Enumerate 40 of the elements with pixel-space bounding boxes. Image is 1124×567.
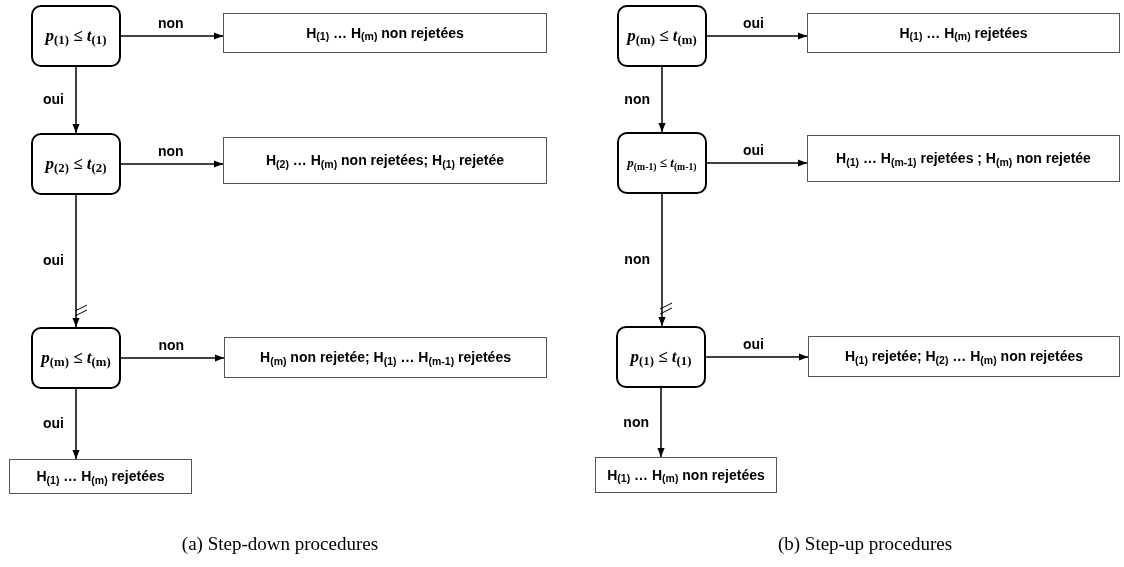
decision-box: p$_{(m-1)}$ ≤ t$_{(m-1)}$ — [617, 132, 707, 194]
arrow — [706, 159, 808, 167]
edge-label: non — [624, 252, 650, 266]
outcome-box: H$_{(1)}$ … H$_{(m)}$ non rejetées — [223, 13, 547, 53]
sub-caption: (b) Step-up procedures — [776, 532, 954, 556]
edge-label: oui — [743, 143, 764, 157]
arrow — [705, 353, 809, 361]
edge-label: oui — [43, 253, 64, 267]
decision-box: p$_{(1)}$ ≤ t$_{(1)}$ — [616, 326, 706, 388]
arrow — [72, 66, 80, 134]
decision-box: p$_{(1)}$ ≤ t$_{(1)}$ — [31, 5, 121, 67]
arrow — [120, 32, 224, 40]
arrow — [120, 160, 224, 168]
edge-label: non — [623, 414, 649, 429]
outcome-box: H$_{(1)}$ … H$_{(m-1)}$ rejetées ; H$_{(m)}$ non rejetée — [807, 135, 1120, 182]
edge-label: oui — [743, 337, 764, 351]
outcome-box: H$_{(1)}$ … H$_{(m)}$ non rejetées — [595, 457, 777, 493]
edge-label: oui — [43, 92, 64, 106]
arrow — [657, 387, 665, 458]
outcome-box: H$_{(1)}$ rejetée; H$_{(2)}$ … H$_{(m)}$ non rejetées — [808, 336, 1120, 377]
arrow — [120, 354, 225, 362]
edge-label: oui — [743, 16, 764, 30]
arrow — [72, 194, 80, 328]
sub-caption: (a) Step-down procedures — [180, 532, 380, 556]
arrow — [658, 193, 666, 327]
outcome-box: H$_{(1)}$ … H$_{(m)}$ rejetées — [9, 459, 192, 494]
edge-label: oui — [43, 416, 64, 430]
outcome-box: H$_{(1)}$ … H$_{(m)}$ rejetées — [807, 13, 1120, 53]
edge-label: non — [158, 144, 184, 158]
decision-box: p$_{(2)}$ ≤ t$_{(2)}$ — [31, 133, 121, 195]
decision-box: p$_{(m)}$ ≤ t$_{(m)}$ — [617, 5, 707, 67]
edge-label: non — [158, 16, 184, 30]
edge-label: non — [158, 338, 185, 352]
outcome-box: H$_{(2)}$ … H$_{(m)}$ non rejetées; H$_{(1)}$ rejetée — [223, 137, 547, 184]
outcome-box: H$_{(m)}$ non rejetée; H$_{(1)}$ … H$_{(m-1)}$ rejetées — [224, 337, 547, 378]
edge-label: non — [624, 91, 650, 106]
arrow — [72, 388, 80, 460]
decision-box: p$_{(m)}$ ≤ t$_{(m)}$ — [31, 327, 121, 389]
arrow — [706, 32, 808, 40]
arrow — [658, 66, 666, 133]
